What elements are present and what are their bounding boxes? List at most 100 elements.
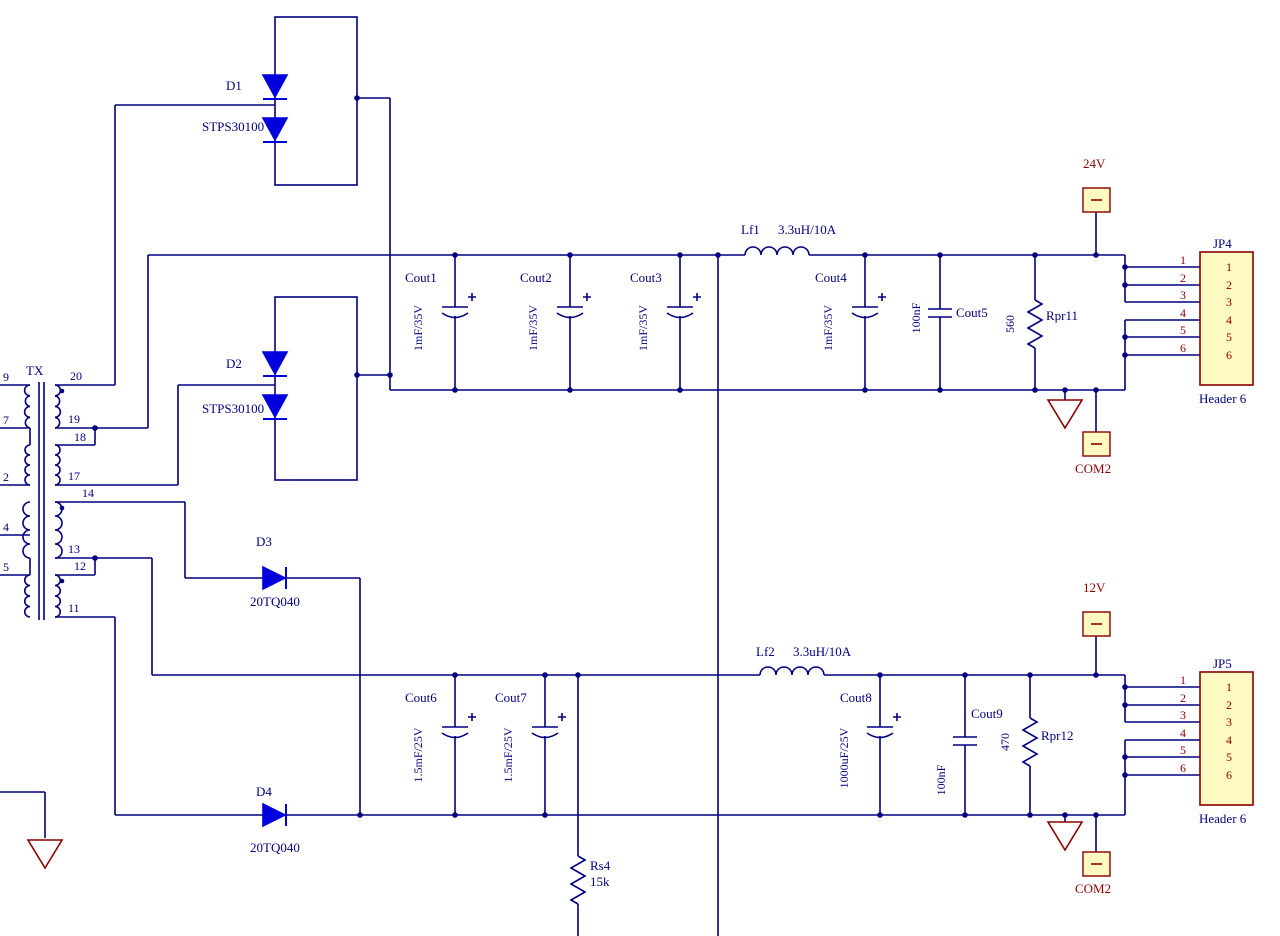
capacitor-value: 100nF bbox=[909, 302, 923, 333]
pin-number-11: 11 bbox=[68, 601, 80, 615]
capacitor-ref: Cout7 bbox=[495, 690, 527, 705]
resistor-Rs4[interactable]: Rs4 15k bbox=[569, 855, 611, 905]
resistor-value: 470 bbox=[998, 733, 1012, 751]
resistor-value: 15k bbox=[590, 874, 610, 889]
pin-number-13: 13 bbox=[68, 542, 80, 556]
capacitor-Cout5[interactable]: Cout5 100nF bbox=[909, 302, 988, 333]
pin-number-19: 19 bbox=[68, 412, 80, 426]
pin-number-20: 20 bbox=[70, 369, 82, 383]
power-port-com2-upper[interactable]: COM2 bbox=[1075, 431, 1111, 476]
capacitor-value: 1.5mF/25V bbox=[411, 727, 425, 782]
jp4-pin-number-5: 5 bbox=[1180, 323, 1186, 337]
ground-symbol-24v bbox=[1046, 399, 1084, 430]
capacitor-ref: Cout4 bbox=[815, 270, 847, 285]
power-port-com2-lower[interactable]: COM2 bbox=[1075, 851, 1111, 896]
resistor-Rpr11[interactable]: Rpr11 560 bbox=[1003, 299, 1078, 349]
jp5-pin-number-4: 4 bbox=[1180, 726, 1186, 740]
jp5-pin-name-3: 3 bbox=[1226, 715, 1232, 729]
jp4-pin-name-1: 1 bbox=[1226, 260, 1232, 274]
power-label: COM2 bbox=[1075, 461, 1111, 476]
power-label: 24V bbox=[1083, 156, 1106, 171]
jp5-pin-number-1: 1 bbox=[1180, 673, 1186, 687]
rectifier-part: STPS30100 bbox=[202, 119, 264, 134]
transformer-ref: TX bbox=[26, 363, 44, 378]
capacitor-Cout1[interactable]: Cout1 1mF/35V bbox=[405, 270, 476, 351]
transformer-TX[interactable]: TX 20 19 18 17 14 13 12 11 9 7 2 4 5 bbox=[3, 363, 94, 620]
inductor-Lf1[interactable]: Lf1 3.3uH/10A bbox=[741, 222, 837, 256]
connector-JP5[interactable]: JP5 Header 6 1 2 3 4 5 6 1 2 3 4 5 6 bbox=[1180, 656, 1254, 826]
inductor-ref: Lf2 bbox=[756, 644, 775, 659]
capacitor-value: 1mF/35V bbox=[636, 305, 650, 351]
ground-symbol-12v bbox=[1046, 821, 1084, 852]
inductor-value: 3.3uH/10A bbox=[778, 222, 837, 237]
jp5-pin-name-5: 5 bbox=[1226, 750, 1232, 764]
diode-ref: D3 bbox=[256, 534, 272, 549]
pin-number-18: 18 bbox=[74, 430, 86, 444]
rectifier-ref: D2 bbox=[226, 356, 242, 371]
capacitor-Cout8[interactable]: Cout8 1000uF/25V bbox=[837, 690, 901, 788]
diode-part: 20TQ040 bbox=[250, 594, 300, 609]
resistor-ref: Rpr11 bbox=[1046, 308, 1078, 323]
capacitor-value: 1mF/35V bbox=[526, 305, 540, 351]
wires bbox=[0, 97, 1200, 936]
resistor-Rpr12[interactable]: Rpr12 470 bbox=[998, 717, 1074, 767]
diode-D3[interactable]: D3 20TQ040 bbox=[250, 534, 300, 609]
capacitor-Cout4[interactable]: Cout4 1mF/35V bbox=[815, 270, 886, 351]
resistor-ref: Rpr12 bbox=[1041, 728, 1074, 743]
rectifier-D2[interactable]: D2 STPS30100 bbox=[202, 296, 358, 481]
pin-number-2: 2 bbox=[3, 470, 9, 484]
inductor-value: 3.3uH/10A bbox=[793, 644, 852, 659]
power-port-24v[interactable]: 24V bbox=[1082, 156, 1111, 213]
connector-JP4[interactable]: JP4 Header 6 1 2 3 4 5 6 1 2 3 4 5 6 bbox=[1180, 236, 1254, 406]
jp5-pin-number-5: 5 bbox=[1180, 743, 1186, 757]
power-label: COM2 bbox=[1075, 881, 1111, 896]
capacitor-value: 1.5mF/25V bbox=[501, 727, 515, 782]
pin-number-7: 7 bbox=[3, 413, 9, 427]
rectifier-ref: D1 bbox=[226, 78, 242, 93]
inductor-ref: Lf1 bbox=[741, 222, 760, 237]
resistor-ref: Rs4 bbox=[590, 858, 611, 873]
pin-number-4: 4 bbox=[3, 520, 9, 534]
jp4-pin-number-6: 6 bbox=[1180, 341, 1186, 355]
capacitor-Cout3[interactable]: Cout3 1mF/35V bbox=[630, 270, 701, 351]
pin-number-9: 9 bbox=[3, 370, 9, 384]
power-port-12v[interactable]: 12V bbox=[1082, 580, 1111, 637]
connector-ref: JP5 bbox=[1213, 656, 1232, 671]
capacitor-value: 1mF/35V bbox=[411, 305, 425, 351]
diode-part: 20TQ040 bbox=[250, 840, 300, 855]
pin-number-5: 5 bbox=[3, 560, 9, 574]
jp5-pin-number-3: 3 bbox=[1180, 708, 1186, 722]
jp4-pin-number-4: 4 bbox=[1180, 306, 1186, 320]
jp4-pin-number-2: 2 bbox=[1180, 271, 1186, 285]
capacitor-value: 100nF bbox=[934, 764, 948, 795]
jp4-pin-name-2: 2 bbox=[1226, 278, 1232, 292]
inductor-Lf2[interactable]: Lf2 3.3uH/10A bbox=[756, 644, 852, 676]
pin-number-12: 12 bbox=[74, 559, 86, 573]
rectifier-D1[interactable]: D1 STPS30100 bbox=[202, 16, 358, 186]
jp5-pin-name-2: 2 bbox=[1226, 698, 1232, 712]
capacitor-ref: Cout8 bbox=[840, 690, 872, 705]
capacitor-ref: Cout5 bbox=[956, 305, 988, 320]
connector-type: Header 6 bbox=[1199, 391, 1247, 406]
capacitor-Cout9[interactable]: Cout9 100nF bbox=[934, 706, 1003, 795]
capacitor-Cout2[interactable]: Cout2 1mF/35V bbox=[520, 270, 591, 351]
jp5-pin-name-6: 6 bbox=[1226, 768, 1232, 782]
connector-ref: JP4 bbox=[1213, 236, 1232, 251]
capacitor-value: 1mF/35V bbox=[821, 305, 835, 351]
jp4-pin-name-5: 5 bbox=[1226, 330, 1232, 344]
capacitor-value: 1000uF/25V bbox=[837, 727, 851, 788]
jp5-pin-number-2: 2 bbox=[1180, 691, 1186, 705]
diode-D4[interactable]: D4 20TQ040 bbox=[250, 784, 300, 855]
power-label: 12V bbox=[1083, 580, 1106, 595]
connector-type: Header 6 bbox=[1199, 811, 1247, 826]
rectifier-part: STPS30100 bbox=[202, 401, 264, 416]
jp4-pin-name-4: 4 bbox=[1226, 313, 1232, 327]
resistor-value: 560 bbox=[1003, 315, 1017, 333]
jp5-pin-number-6: 6 bbox=[1180, 761, 1186, 775]
jp4-pin-number-1: 1 bbox=[1180, 253, 1186, 267]
capacitor-Cout7[interactable]: Cout7 1.5mF/25V bbox=[495, 690, 566, 783]
capacitor-Cout6[interactable]: Cout6 1.5mF/25V bbox=[405, 690, 476, 783]
diode-ref: D4 bbox=[256, 784, 272, 799]
